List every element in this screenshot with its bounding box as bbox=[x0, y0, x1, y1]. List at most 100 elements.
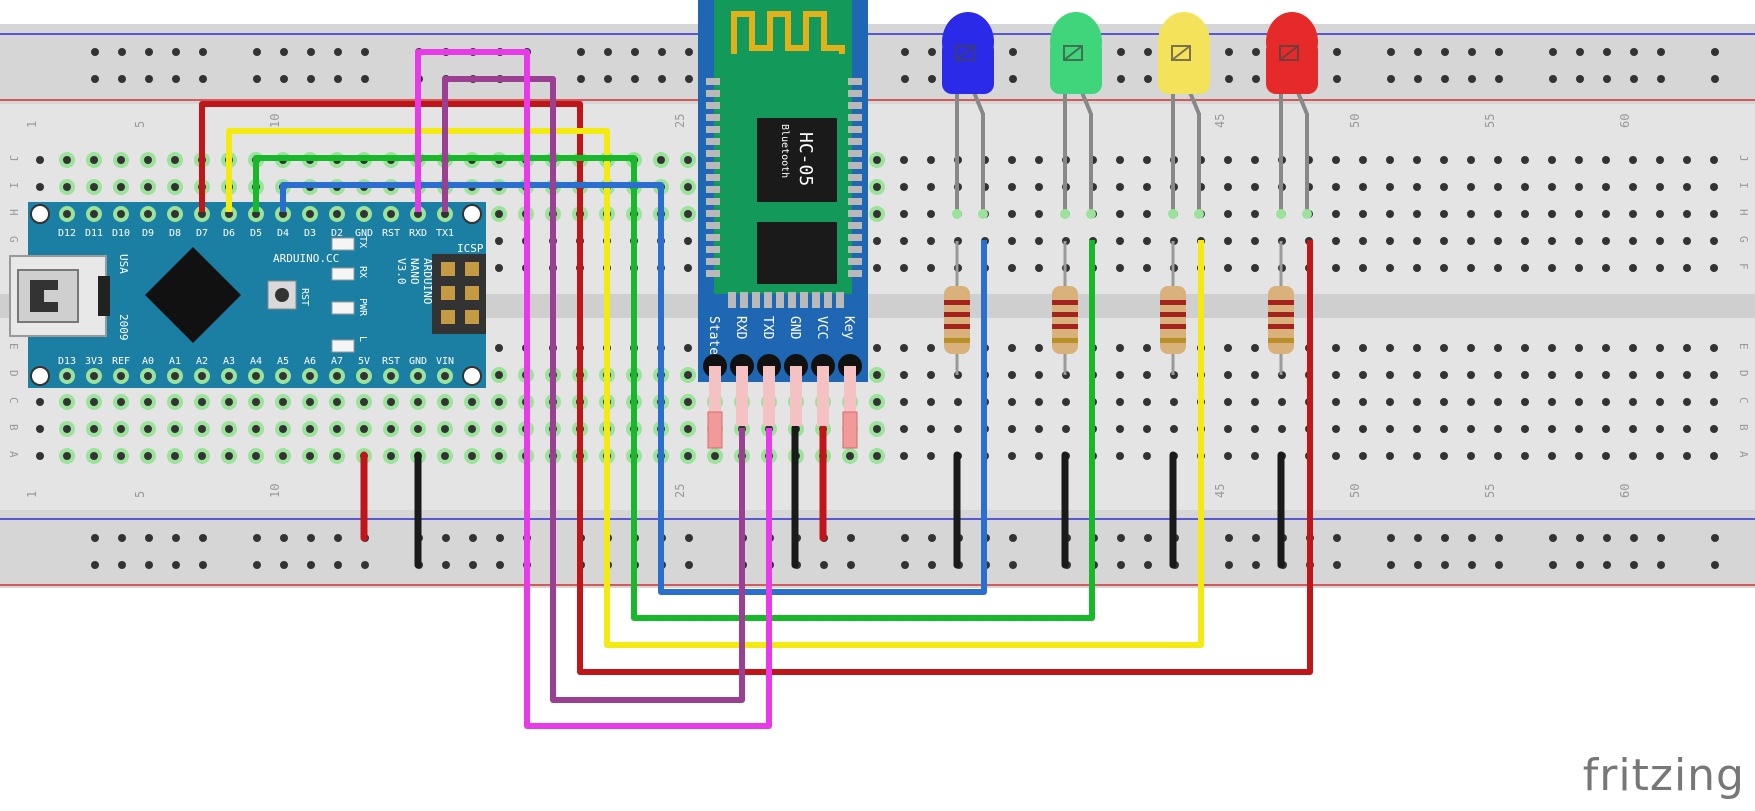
rail-hole bbox=[1441, 75, 1449, 83]
breadboard-hole bbox=[1629, 183, 1637, 191]
breadboard-hole bbox=[1143, 371, 1151, 379]
row-letter: B bbox=[7, 424, 20, 431]
rail-hole bbox=[1441, 561, 1449, 569]
breadboard-hole bbox=[468, 452, 476, 460]
breadboard-hole bbox=[1359, 264, 1367, 272]
breadboard-hole bbox=[927, 425, 935, 433]
castellation bbox=[848, 162, 862, 169]
rail-hole bbox=[280, 534, 288, 542]
rail-hole bbox=[172, 561, 180, 569]
breadboard-hole bbox=[1548, 398, 1556, 406]
breadboard-hole bbox=[495, 344, 503, 352]
breadboard-hole bbox=[252, 452, 260, 460]
resistor-band bbox=[944, 324, 970, 329]
breadboard-hole bbox=[171, 452, 179, 460]
breadboard-hole bbox=[1683, 398, 1691, 406]
wire-magenta-rx-bt-txd bbox=[415, 49, 772, 729]
pin-hole bbox=[387, 372, 395, 380]
rail-hole bbox=[1603, 48, 1611, 56]
rail-hole bbox=[1468, 48, 1476, 56]
breadboard-hole bbox=[1359, 183, 1367, 191]
wire-yellow-d6-led3 bbox=[226, 128, 1204, 648]
rail-hole bbox=[901, 534, 909, 542]
breadboard-hole bbox=[198, 452, 206, 460]
rail-hole bbox=[1225, 534, 1233, 542]
breadboard-hole bbox=[1629, 210, 1637, 218]
breadboard-hole bbox=[1251, 398, 1259, 406]
rail-hole bbox=[631, 75, 639, 83]
pin-label: 5V bbox=[358, 356, 370, 367]
bt-pin-label: Key bbox=[841, 316, 856, 340]
breadboard-hole bbox=[1548, 183, 1556, 191]
breadboard-hole bbox=[63, 183, 71, 191]
resistor-band bbox=[944, 300, 970, 305]
rail-hole bbox=[1711, 561, 1719, 569]
row-letter: H bbox=[1737, 209, 1750, 216]
rail-hole bbox=[1333, 48, 1341, 56]
led-yellow-dome bbox=[1158, 12, 1210, 72]
breadboard-hole bbox=[1035, 371, 1043, 379]
pin-label: VIN bbox=[436, 356, 454, 367]
breadboard-hole bbox=[279, 425, 287, 433]
breadboard-hole bbox=[144, 452, 152, 460]
breadboard-hole bbox=[684, 156, 692, 164]
pin-hole bbox=[117, 210, 125, 218]
row-letter: H bbox=[7, 209, 20, 216]
pin-label: REF bbox=[112, 356, 130, 367]
row-letter: A bbox=[1737, 451, 1750, 458]
breadboard-hole bbox=[1683, 264, 1691, 272]
resistor-band bbox=[1268, 312, 1294, 317]
breadboard-hole bbox=[1116, 156, 1124, 164]
castellation bbox=[706, 138, 720, 145]
led-yellow-die bbox=[1171, 45, 1191, 61]
breadboard-hole bbox=[1386, 264, 1394, 272]
row-letter: E bbox=[7, 343, 20, 350]
breadboard-hole bbox=[1386, 183, 1394, 191]
rail-hole bbox=[334, 561, 342, 569]
breadboard-hole bbox=[684, 452, 692, 460]
breadboard-hole bbox=[1332, 425, 1340, 433]
breadboard-hole bbox=[1440, 371, 1448, 379]
resistor-band bbox=[1268, 300, 1294, 305]
breadboard-hole bbox=[1602, 344, 1610, 352]
breadboard-hole bbox=[306, 425, 314, 433]
breadboard-hole bbox=[1629, 371, 1637, 379]
breadboard-hole bbox=[1683, 156, 1691, 164]
breadboard-hole bbox=[1332, 344, 1340, 352]
breadboard-hole bbox=[63, 156, 71, 164]
breadboard-hole bbox=[1008, 237, 1016, 245]
breadboard-hole bbox=[954, 425, 962, 433]
rail-hole bbox=[172, 534, 180, 542]
breadboard-hole bbox=[1116, 425, 1124, 433]
icsp-pin bbox=[465, 262, 479, 276]
breadboard-hole bbox=[1602, 156, 1610, 164]
bt-pin-label: TXD bbox=[760, 316, 775, 340]
rail-hole bbox=[928, 75, 936, 83]
pin-label: A1 bbox=[169, 356, 181, 367]
pin-label: TX1 bbox=[436, 228, 454, 239]
breadboard-hole bbox=[1494, 398, 1502, 406]
board-name-line: V3.0 bbox=[395, 258, 408, 285]
resistor-band bbox=[1052, 324, 1078, 329]
breadboard-hole bbox=[1656, 156, 1664, 164]
castellation bbox=[706, 246, 720, 253]
breadboard-hole bbox=[441, 398, 449, 406]
row-letter: I bbox=[1737, 182, 1750, 189]
usb-latch bbox=[98, 276, 110, 316]
breadboard-hole bbox=[1116, 183, 1124, 191]
rail-hole bbox=[685, 75, 693, 83]
rail-hole bbox=[307, 75, 315, 83]
breadboard-hole bbox=[1224, 156, 1232, 164]
rail-hole bbox=[1657, 75, 1665, 83]
breadboard-hole bbox=[1251, 210, 1259, 218]
resistor-band bbox=[944, 338, 970, 343]
breadboard-hole bbox=[1224, 371, 1232, 379]
castellation bbox=[848, 246, 862, 253]
rail-hole bbox=[91, 561, 99, 569]
breadboard-hole bbox=[1656, 344, 1664, 352]
rail-hole bbox=[199, 561, 207, 569]
reset-button-cap[interactable] bbox=[275, 288, 289, 302]
